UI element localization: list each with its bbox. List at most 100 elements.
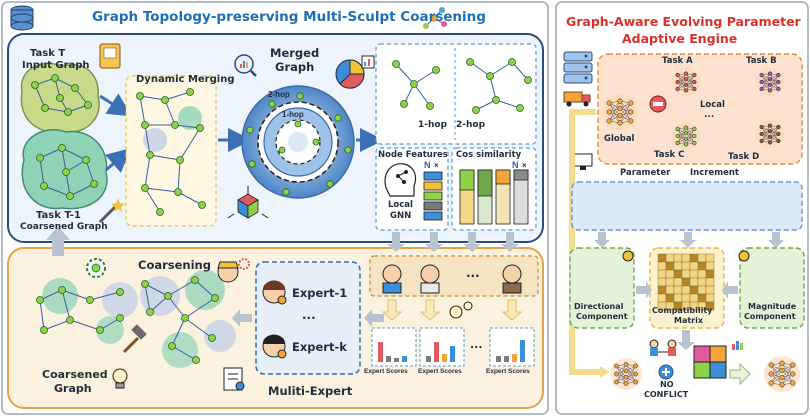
matrix-cell [673,293,683,303]
directional-component-box [569,247,635,329]
magnitude-component-box [739,247,805,329]
expert-scores-label-1: Expert Scores [364,368,408,375]
ring-nodes [246,92,352,196]
local-global-box [597,53,803,165]
matrix-cell [665,269,675,279]
hop1-graph-nodes [392,60,440,110]
local-gnn-head-icon [384,163,417,197]
arrow-coarsened-to-merging [105,148,132,173]
magnitude-label-1: Magnitude [748,302,797,311]
expert-scores-label-2: Expert Scores [418,368,462,375]
hop2-graph-nodes [466,58,532,114]
merged-network-icon [610,358,642,390]
bar-chart-icon [732,341,743,350]
matrix-cell [657,285,667,295]
expert-1-avatar-icon [262,280,287,305]
database-icon [10,5,34,31]
matrix-cell [705,261,715,271]
person-gear-icon [217,258,250,283]
expert-k-avatar-icon [262,334,287,359]
emoji-icon [622,250,634,262]
local-label: Local [700,100,725,110]
arrow-magnitude-to-matrix [722,281,738,299]
cos-similarity-times: × [522,161,527,170]
task-b-label: Task B [746,56,777,66]
global-label: Global [604,134,635,144]
matrix-cell [681,253,691,263]
matrix-cell [697,269,707,279]
magnitude-label-2: Component [744,312,796,321]
global-network-icon [602,94,638,130]
matrix-cell [673,261,683,271]
conflict-label: CONFLICT [644,390,689,399]
expert-k-label: Expert-k [292,340,347,354]
arrow-input-to-merging [99,93,133,117]
expert-score-chart-1 [371,327,417,367]
coarsened-graph-label-2: Graph [54,382,92,395]
merged-graph-edges [139,91,203,213]
compatibility-matrix-grid [657,253,715,311]
coarsened-graph [36,278,138,344]
matrix-cell [665,285,675,295]
task-b-network-icon [756,68,784,96]
document-icon [223,367,245,391]
hop2-label: 2-hop [456,120,486,130]
coarsened-graph-label-1: Coarsened [42,368,108,381]
expert-score-chart-2 [419,327,465,367]
local-gnn-label-2: GNN [390,211,412,221]
expert-scores-dots: ... [470,338,483,351]
parameter-increment-box [571,181,803,231]
final-network-icon [764,356,800,392]
directional-label-2: Component [576,312,628,321]
local-dots: ... [704,110,715,120]
cos-similarity-columns [459,169,529,225]
merged-graph-label-2: Graph [275,60,315,74]
arrow-scores-to-experts [364,309,384,327]
coarsening-label: Coarsening [138,258,211,272]
global-return-arrowhead [600,366,610,378]
expert-1-label: Expert-1 [292,286,348,300]
task-a-network-icon [672,68,700,96]
task-t1-label: Task T-1 [36,210,81,221]
increment-label: Increment [690,168,739,178]
matrix-cell [697,293,707,303]
matrix-cell [705,293,715,303]
network-icon [423,7,447,29]
compatibility-label-2: Matrix [674,316,704,325]
matrix-cell [665,261,675,271]
book-icon [99,43,121,69]
right-panel-title-line2: Adaptive Engine [622,31,738,46]
matrix-cell [665,277,675,287]
matrix-cell [673,277,683,287]
left-panel-title: Graph Topology-preserving Multi-Sculpt C… [92,9,486,25]
global-return-path [569,109,600,375]
dynamic-merging-label: Dynamic Merging [136,74,235,85]
task-a-label: Task A [662,56,693,66]
compatibility-label-1: Compatibility [652,306,713,315]
matrix-cell [689,277,699,287]
merged-graph-label-1: Merged [270,46,320,60]
matrix-cell [689,285,699,295]
expert-scores-label-3: Expert Scores [486,368,530,375]
matrix-cell [681,277,691,287]
arrow-directional-to-matrix [636,281,652,299]
node-features-label: Node Features [378,150,448,160]
cos-similarity-n: N [512,160,519,170]
task-c-label: Task C [654,150,685,160]
hammer-icon [122,324,147,354]
arrow-to-no-conflict [677,330,695,350]
magnifier-chart-icon [234,54,257,77]
matrix-cell [689,269,699,279]
matrix-cell [681,269,691,279]
matrix-cell [665,253,675,263]
node-features-times: × [434,161,439,170]
hop1-graph-edges [395,63,437,107]
matrix-cell [665,293,675,303]
arrow-up-to-task-t1 [46,226,70,256]
task-t1-graph-nodes [36,144,98,200]
parameter-label: Parameter [620,168,671,178]
idea-bulb-icon [449,301,473,319]
matrix-cell [689,261,699,271]
handshake-icon [649,339,677,356]
light-bulb-icon [112,368,128,389]
